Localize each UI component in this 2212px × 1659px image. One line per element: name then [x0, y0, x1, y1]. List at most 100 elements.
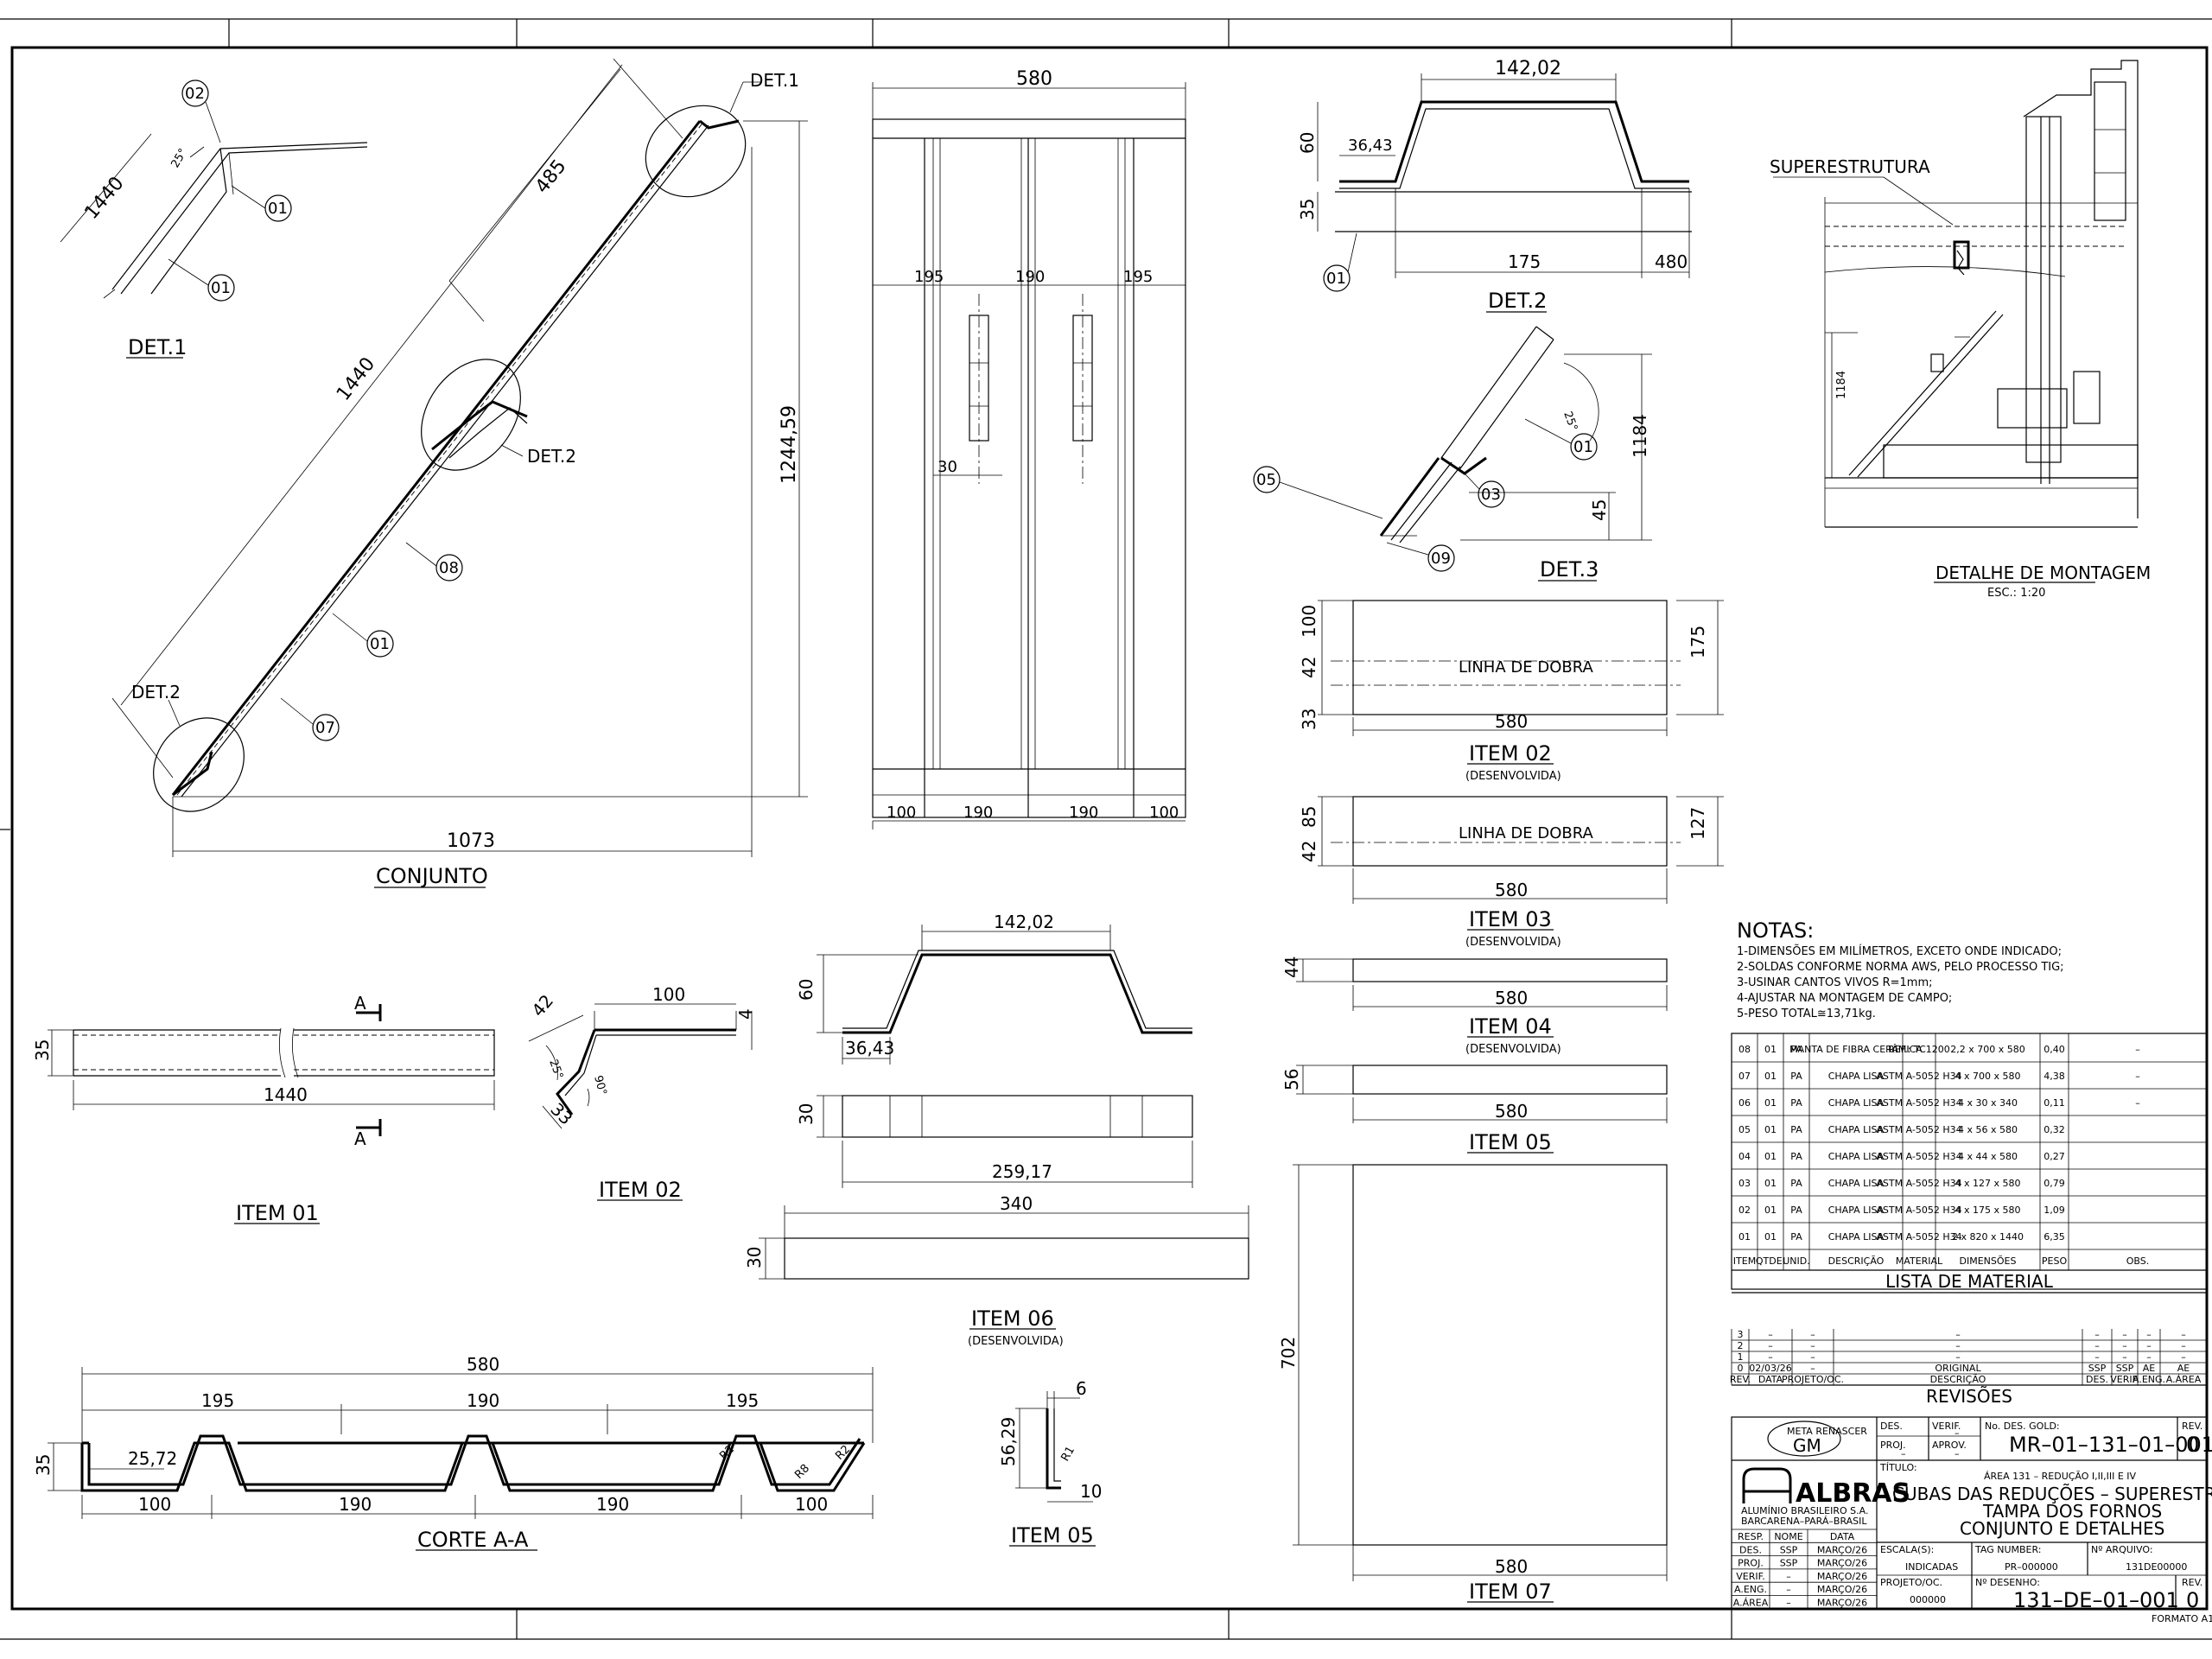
- material-cell: ASTM A-5052 H34: [1876, 1178, 1961, 1189]
- material-cell: 0,11: [2044, 1097, 2065, 1109]
- front-dim-190: 190: [1015, 268, 1045, 286]
- item04dev-dim-580: 580: [1495, 988, 1528, 1008]
- material-cell: 0,32: [2044, 1124, 2065, 1135]
- corte-radius-1: R8: [792, 1462, 812, 1482]
- revision-cell: –: [2122, 1329, 2127, 1340]
- item03dev-dim-580: 580: [1495, 880, 1528, 900]
- item02dev-dim-175: 175: [1688, 626, 1708, 658]
- tb-projoc-label: PROJETO/OC.: [1880, 1577, 1942, 1588]
- revision-cell: –: [2146, 1351, 2152, 1363]
- corte-title: CORTE A-A: [417, 1528, 529, 1552]
- corte-dim-580: 580: [467, 1354, 499, 1375]
- revision-cell: AE: [2177, 1363, 2190, 1374]
- resp-cell: DATA: [1830, 1531, 1855, 1542]
- revision-cell: AE: [2143, 1363, 2156, 1374]
- resp-cell: –: [1786, 1598, 1791, 1609]
- view-detalhe-montagem: SUPERESTRUTURA 1184 DETALHE DE MONTAGEM …: [1770, 60, 2151, 600]
- material-cell: 01: [1764, 1151, 1777, 1162]
- notes-line-2: 2-SOLDAS CONFORME NORMA AWS, PELO PROCES…: [1737, 961, 2064, 974]
- item05dev-dim-580: 580: [1495, 1101, 1528, 1122]
- det2-dim-35: 35: [1297, 199, 1318, 220]
- revision-cell: –: [1810, 1329, 1815, 1340]
- tb-title-1: CUBAS DAS REDUÇÕES – SUPERESTRUTURA: [1892, 1484, 2212, 1504]
- tb-projoc: 000000: [1910, 1594, 1946, 1605]
- item05dev-dim-56: 56: [1281, 1069, 1302, 1090]
- revisions-title: REVISÕES: [1926, 1386, 2012, 1407]
- view-item03-developed: LINHA DE DOBRA 85 42 127 580 ITEM 03 (DE…: [1299, 796, 1724, 949]
- view-conjunto: DET.1 DET.2 DET.2 1440 485 1244,59 1073 …: [111, 58, 808, 888]
- det3-angle: 25°: [1560, 410, 1580, 433]
- revision-cell: –: [2146, 1340, 2152, 1351]
- material-cell: ASTM A-5052 H34: [1876, 1151, 1961, 1162]
- material-cell: 4 x 127 x 580: [1955, 1178, 2021, 1189]
- material-cell: 03: [1738, 1178, 1751, 1189]
- conjunto-title: CONJUNTO: [376, 864, 488, 888]
- material-cell: 4,38: [2044, 1071, 2065, 1082]
- company-sub2: BARCARENA–PARÁ–BRASIL: [1741, 1516, 1867, 1527]
- material-cell: ASTM A-5052 H34: [1876, 1124, 1961, 1135]
- item02p-dim-42: 42: [527, 990, 557, 1020]
- tb-desenho-label: Nº DESENHO:: [1975, 1577, 2040, 1588]
- item05p-dim-10: 10: [1080, 1481, 1102, 1502]
- resp-cell: –: [1786, 1584, 1791, 1595]
- item01-title: ITEM 01: [236, 1201, 319, 1225]
- view-det3: 25° 1184 45 01 03 05 09 DET.3: [1253, 326, 1652, 582]
- material-cell: PA: [1790, 1178, 1802, 1189]
- view-item05-developed: 56 580 ITEM 05: [1281, 1065, 1668, 1154]
- item07-title: ITEM 07: [1469, 1580, 1552, 1604]
- det3-dim-45: 45: [1589, 499, 1610, 521]
- revision-cell: –: [1768, 1340, 1773, 1351]
- det2-balloon-01: 01: [1326, 270, 1346, 288]
- revision-cell: ORIGINAL: [1935, 1363, 1981, 1374]
- company-name: ALBRAS: [1796, 1478, 1910, 1509]
- revision-header: PROJETO/OC.: [1782, 1374, 1844, 1385]
- material-cell: CHAPA LISA: [1828, 1231, 1885, 1243]
- material-cell: 01: [1764, 1178, 1777, 1189]
- material-cell: 08: [1738, 1044, 1751, 1055]
- conjunto-balloon-07: 07: [315, 719, 335, 737]
- notes-line-5: 5-PESO TOTAL≅13,71kg.: [1737, 1007, 1876, 1020]
- tb-gold-number: MR–01–131–01–001: [2009, 1433, 2212, 1457]
- material-cell: PA: [1790, 1124, 1802, 1135]
- material-cell: 06: [1738, 1097, 1751, 1109]
- item01-dim-35: 35: [32, 1039, 53, 1061]
- revision-cell: –: [1810, 1363, 1815, 1374]
- material-cell: PA: [1790, 1097, 1802, 1109]
- svg-text:GM: GM: [1793, 1435, 1821, 1456]
- item05p-dim-5629: 56,29: [998, 1417, 1019, 1466]
- corte-radius-2: R2: [833, 1443, 853, 1463]
- revision-cell: –: [1955, 1351, 1961, 1363]
- revision-header: DESCRIÇÃO: [1930, 1374, 1986, 1385]
- material-cell: 0,79: [2044, 1178, 2065, 1189]
- corte-dim-bottom-0: 100: [138, 1494, 171, 1515]
- corte-dim-bottom-3: 100: [795, 1494, 828, 1515]
- material-cell: ASTM A-5052 H34: [1876, 1071, 1961, 1082]
- item06-dim-30b: 30: [744, 1247, 765, 1268]
- revision-cell: –: [2094, 1340, 2100, 1351]
- tb-tag-label: TAG NUMBER:: [1974, 1544, 2042, 1555]
- revision-cell: –: [2122, 1351, 2127, 1363]
- material-cell: CHAPA LISA: [1828, 1178, 1885, 1189]
- item03dev-dim-127: 127: [1688, 807, 1708, 840]
- item02p-dim-100: 100: [652, 984, 685, 1005]
- revision-cell: –: [2146, 1329, 2152, 1340]
- material-cell: 01: [1764, 1044, 1777, 1055]
- item03dev-fold-label: LINHA DE DOBRA: [1459, 824, 1593, 842]
- item07-dim-702: 702: [1278, 1337, 1299, 1370]
- material-cell: CHAPA LISA: [1828, 1205, 1885, 1216]
- det1-title: DET.1: [128, 335, 187, 359]
- item04dev-dim-44: 44: [1281, 957, 1302, 978]
- material-cell: ASTM A-5052 H34: [1876, 1231, 1961, 1243]
- view-corte-aa: 580 195 190 195 25,72 35 100 190 190 100…: [33, 1354, 874, 1552]
- item03dev-dim-42: 42: [1299, 841, 1319, 862]
- conjunto-callout-det1: DET.1: [750, 70, 799, 91]
- det2-dim-175: 175: [1508, 251, 1541, 272]
- revision-header: A.ENG.: [2133, 1374, 2165, 1385]
- material-cell: 02: [1738, 1205, 1751, 1216]
- corte-radius-0: R2: [717, 1443, 737, 1463]
- albras-logo-icon: [1742, 1467, 1792, 1503]
- item01-section-a-bottom: A: [354, 1128, 366, 1149]
- title-block: META RENASCER GM ALBRAS ALUMÍNIO BRASILE…: [1731, 1416, 2212, 1624]
- item02p-title: ITEM 02: [599, 1178, 682, 1202]
